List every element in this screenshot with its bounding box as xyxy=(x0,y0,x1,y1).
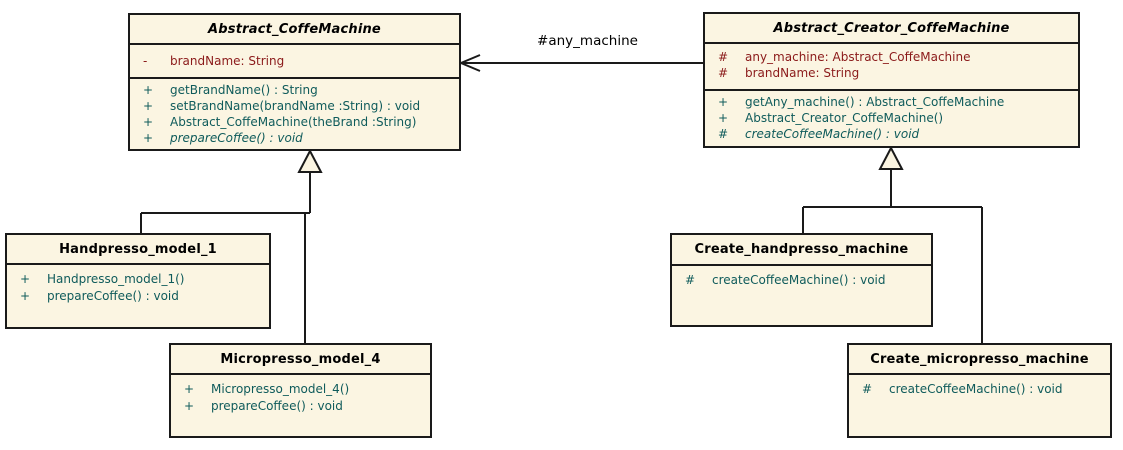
method-row: + Handpresso_model_1() xyxy=(7,271,269,288)
method-row: + setBrandName(brandName :String) : void xyxy=(130,98,459,114)
class-title: Create_handpresso_machine xyxy=(694,242,909,257)
method-row: + Abstract_CoffeMachine(theBrand :String… xyxy=(130,114,459,130)
method-text: prepareCoffee() : void xyxy=(211,399,343,413)
visibility-public-icon: + xyxy=(718,111,729,125)
class-micropresso-model-4[interactable]: Micropresso_model_4 + Micropresso_model_… xyxy=(169,343,432,438)
visibility-public-icon: + xyxy=(143,115,154,129)
class-create-micropresso-machine[interactable]: Create_micropresso_machine # createCoffe… xyxy=(847,343,1112,438)
attribute-row: # any_machine: Abstract_CoffeMachine xyxy=(705,49,1078,65)
abstract-method-row: + prepareCoffee() : void xyxy=(130,130,459,146)
attributes-compartment: # any_machine: Abstract_CoffeMachine # b… xyxy=(705,42,1078,89)
attribute-text: brandName: String xyxy=(170,54,285,68)
visibility-public-icon: + xyxy=(20,272,31,286)
attribute-row: # brandName: String xyxy=(705,65,1078,81)
class-abstract-coffemachine[interactable]: Abstract_CoffeMachine - brandName: Strin… xyxy=(128,13,461,151)
method-text: prepareCoffee() : void xyxy=(47,289,179,303)
visibility-public-icon: + xyxy=(184,399,195,413)
methods-compartment: + Micropresso_model_4() + prepareCoffee(… xyxy=(171,373,430,436)
class-title: Micropresso_model_4 xyxy=(220,351,381,367)
class-handpresso-model-1[interactable]: Handpresso_model_1 + Handpresso_model_1(… xyxy=(5,233,271,329)
class-title: Abstract_Creator_CoffeMachine xyxy=(773,20,1010,36)
method-row: + getBrandName() : String xyxy=(130,82,459,98)
method-text: createCoffeeMachine() : void xyxy=(712,273,886,287)
method-row: + getAny_machine() : Abstract_CoffeMachi… xyxy=(705,94,1078,110)
method-text: createCoffeeMachine() : void xyxy=(889,382,1063,396)
visibility-public-icon: + xyxy=(184,382,195,396)
attribute-text: any_machine: Abstract_CoffeMachine xyxy=(745,50,971,64)
attributes-compartment: - brandName: String xyxy=(130,43,459,77)
association-any-machine xyxy=(458,54,703,72)
method-row: + prepareCoffee() : void xyxy=(7,288,269,305)
class-title: Abstract_CoffeMachine xyxy=(208,21,381,37)
method-text: Handpresso_model_1() xyxy=(47,272,185,286)
class-abstract-creator-coffemachine[interactable]: Abstract_Creator_CoffeMachine # any_mach… xyxy=(703,12,1080,148)
method-row: # createCoffeeMachine() : void xyxy=(672,272,931,289)
class-create-handpresso-machine[interactable]: Create_handpresso_machine # createCoffee… xyxy=(670,233,933,327)
method-row: # createCoffeeMachine() : void xyxy=(849,381,1110,398)
visibility-protected-icon: # xyxy=(685,273,696,287)
method-text: getAny_machine() : Abstract_CoffeMachine xyxy=(745,95,1005,109)
visibility-protected-icon: # xyxy=(718,127,729,141)
method-text: Abstract_CoffeMachine(theBrand :String) xyxy=(170,115,417,129)
methods-compartment: # createCoffeeMachine() : void xyxy=(849,373,1110,436)
visibility-public-icon: + xyxy=(143,83,154,97)
methods-compartment: + Handpresso_model_1() + prepareCoffee()… xyxy=(7,263,269,327)
method-row: + Abstract_Creator_CoffeMachine() xyxy=(705,110,1078,126)
methods-compartment: + getAny_machine() : Abstract_CoffeMachi… xyxy=(705,89,1078,146)
methods-compartment: # createCoffeeMachine() : void xyxy=(672,264,931,325)
methods-compartment: + getBrandName() : String + setBrandName… xyxy=(130,77,459,149)
association-label: #any_machine xyxy=(537,33,638,49)
method-row: + prepareCoffee() : void xyxy=(171,398,430,415)
class-title: Handpresso_model_1 xyxy=(59,241,217,257)
visibility-public-icon: + xyxy=(718,95,729,109)
generalization-triangle-icon xyxy=(297,148,323,173)
method-text: createCoffeeMachine() : void xyxy=(745,127,920,141)
visibility-protected-icon: # xyxy=(718,66,729,80)
open-arrowhead-icon xyxy=(458,54,481,72)
method-text: Micropresso_model_4() xyxy=(211,382,350,396)
method-text: setBrandName(brandName :String) : void xyxy=(170,99,421,113)
visibility-protected-icon: # xyxy=(718,50,729,64)
generalization-triangle-icon xyxy=(878,145,904,170)
method-row: + Micropresso_model_4() xyxy=(171,381,430,398)
visibility-public-icon: + xyxy=(20,289,31,303)
attribute-row: - brandName: String xyxy=(130,53,459,69)
visibility-private-icon: - xyxy=(143,54,148,68)
visibility-protected-icon: # xyxy=(862,382,873,396)
method-text: getBrandName() : String xyxy=(170,83,318,97)
method-text: prepareCoffee() : void xyxy=(170,131,303,145)
visibility-public-icon: + xyxy=(143,131,154,145)
class-title: Create_micropresso_machine xyxy=(870,351,1089,367)
attribute-text: brandName: String xyxy=(745,66,860,80)
visibility-public-icon: + xyxy=(143,99,154,113)
method-text: Abstract_Creator_CoffeMachine() xyxy=(745,111,944,125)
abstract-method-row: # createCoffeeMachine() : void xyxy=(705,126,1078,142)
